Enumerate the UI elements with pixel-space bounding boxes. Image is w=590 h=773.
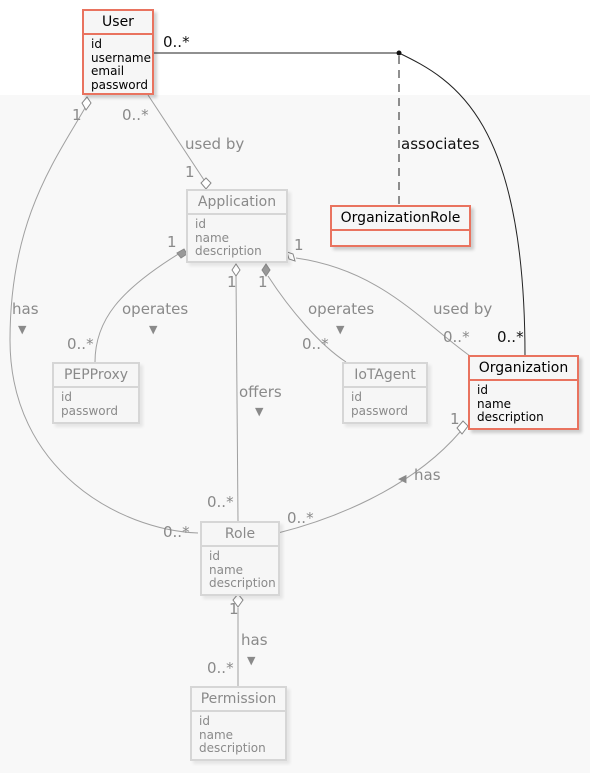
multiplicity-label: 0..*: [302, 335, 329, 353]
class-user: User id username email password: [82, 9, 154, 95]
multiplicity-label: 0..*: [443, 328, 470, 346]
multiplicity-label: 1: [258, 273, 268, 291]
multiplicity-label: 0..*: [163, 523, 190, 541]
class-pepproxy-attr: id: [61, 390, 72, 404]
association-label: used by: [433, 300, 493, 318]
association-label: has: [12, 300, 39, 318]
application-aggregation-diamond-org: [286, 251, 296, 262]
direction-arrow-icon: ▼: [149, 323, 158, 336]
class-iotagent-attr: id: [351, 390, 362, 404]
multiplicity-label: 1: [227, 273, 237, 291]
class-iotagent-name: IoTAgent: [344, 364, 426, 388]
class-application-attr: id: [195, 217, 206, 231]
class-user-attr: password: [91, 77, 148, 92]
direction-arrow-icon: ▼: [247, 654, 256, 667]
diagram-background: [0, 95, 590, 773]
association-label: has: [414, 466, 441, 484]
organization-aggregation-diamond: [456, 420, 469, 435]
direction-arrow-icon: ◀: [398, 472, 407, 485]
user-organization-line: [153, 52, 526, 357]
organization-role-line: [277, 431, 461, 534]
application-role-line: [235, 274, 239, 522]
association-label: operates: [122, 300, 189, 318]
application-pepproxy-line: [94, 252, 181, 363]
class-organization-attr: id: [477, 383, 488, 397]
class-application-attr: description: [195, 244, 262, 258]
multiplicity-label: 1: [167, 233, 177, 251]
class-permission-attr: id: [199, 714, 210, 728]
multiplicity-label: 1: [294, 236, 304, 254]
multiplicity-label: 0..*: [207, 659, 234, 677]
application-organization-line: [295, 257, 471, 357]
multiplicity-label: 0..*: [497, 328, 524, 346]
class-organizationrole: OrganizationRole: [330, 205, 471, 247]
class-organization-name: Organization: [470, 357, 577, 381]
class-organizationrole-name: OrganizationRole: [332, 207, 469, 231]
multiplicity-label: 0..*: [163, 33, 190, 51]
multiplicity-label: 0..*: [67, 335, 94, 353]
class-organization-attr: name: [477, 396, 512, 411]
class-role-name: Role: [202, 523, 278, 547]
class-permission-attr: name: [199, 727, 234, 742]
multiplicity-label: 0..*: [287, 509, 314, 527]
class-iotagent-attr: password: [351, 403, 408, 418]
class-role-attr: description: [209, 576, 276, 590]
multiplicity-label: 1: [229, 600, 239, 618]
class-application-name: Application: [188, 191, 286, 215]
multiplicity-label: 0..*: [207, 493, 234, 511]
association-label: offers: [239, 383, 282, 401]
class-role-attr: name: [209, 562, 244, 577]
user-role-line: [9, 107, 199, 534]
class-organization: Organization id name description: [468, 355, 579, 430]
class-pepproxy-name: PEPProxy: [54, 364, 138, 388]
multiplicity-label: 1: [185, 163, 195, 181]
user-aggregation-diamond: [81, 96, 92, 111]
class-user-attr: email: [91, 64, 125, 78]
application-iotagent-line: [267, 275, 347, 363]
association-label: has: [241, 631, 268, 649]
user-application-line: [147, 94, 207, 184]
class-user-attr: username: [91, 50, 151, 65]
class-iotagent: IoTAgent id password: [342, 362, 428, 424]
direction-arrow-icon: ▼: [336, 323, 345, 336]
association-junction-dot: [396, 50, 402, 56]
class-permission-attr: description: [199, 741, 266, 755]
direction-arrow-icon: ▼: [255, 405, 264, 418]
association-label: associates: [401, 135, 480, 153]
class-permission: Permission id name description: [190, 686, 287, 761]
application-aggregation-diamond: [200, 177, 212, 190]
direction-arrow-icon: ▼: [18, 323, 27, 336]
class-user-attr: id: [91, 37, 102, 51]
multiplicity-label: 1: [450, 410, 460, 428]
multiplicity-label: 0..*: [122, 106, 149, 124]
class-application: Application id name description: [186, 189, 288, 263]
multiplicity-label: 1: [72, 106, 82, 124]
association-label: used by: [185, 135, 245, 153]
class-organization-attr: description: [477, 410, 544, 424]
application-aggregation-diamond-role: [231, 263, 241, 277]
application-composition-diamond-iot: [261, 263, 271, 277]
class-role-attr: id: [209, 549, 220, 563]
role-aggregation-diamond: [232, 593, 244, 608]
class-pepproxy: PEPProxy id password: [52, 362, 140, 424]
association-label: operates: [308, 300, 375, 318]
class-user-name: User: [84, 11, 152, 35]
class-application-attr: name: [195, 230, 230, 245]
class-pepproxy-attr: password: [61, 403, 118, 418]
class-permission-name: Permission: [192, 688, 285, 712]
class-role: Role id name description: [200, 521, 280, 596]
